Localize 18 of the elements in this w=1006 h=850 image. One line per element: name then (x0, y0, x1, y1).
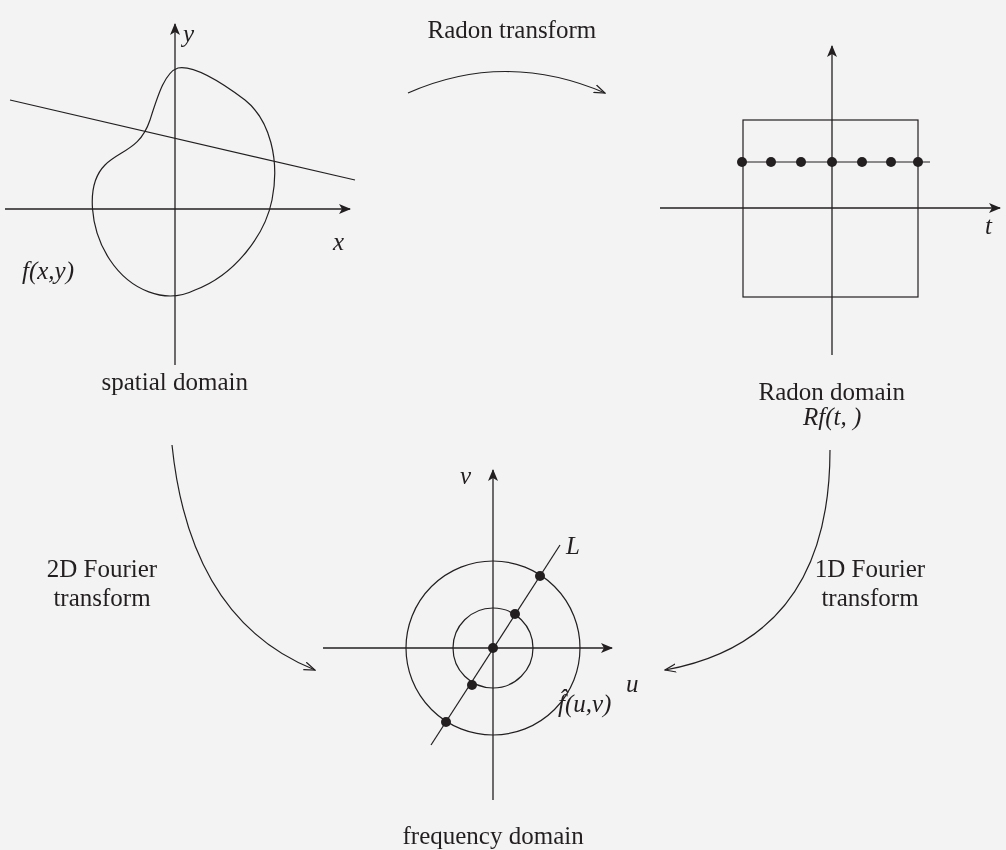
edge-label: 2D Fourier transform (45, 555, 159, 613)
axis-label: v (460, 462, 472, 490)
axis-label: x (333, 228, 345, 256)
domain-caption: frequency domain (402, 822, 584, 850)
curved-arrow (407, 70, 606, 94)
domain-caption: Radon domain (758, 378, 905, 406)
axis-label: f(x,y) (22, 257, 75, 285)
domain-caption: spatial domain (101, 368, 248, 396)
edge-label: Radon transform (427, 16, 597, 45)
axis-label: u (626, 670, 639, 698)
axis-label: t (985, 212, 992, 240)
curved-arrow (171, 444, 316, 671)
axis-label: L (566, 532, 580, 560)
curved-arrow (664, 449, 831, 672)
function-label: Rf(t, ) (803, 403, 862, 431)
edge-label: 1D Fourier transform (813, 555, 927, 613)
axis-label: y (183, 20, 195, 48)
axis-label: f̂(u,v) (558, 690, 612, 718)
